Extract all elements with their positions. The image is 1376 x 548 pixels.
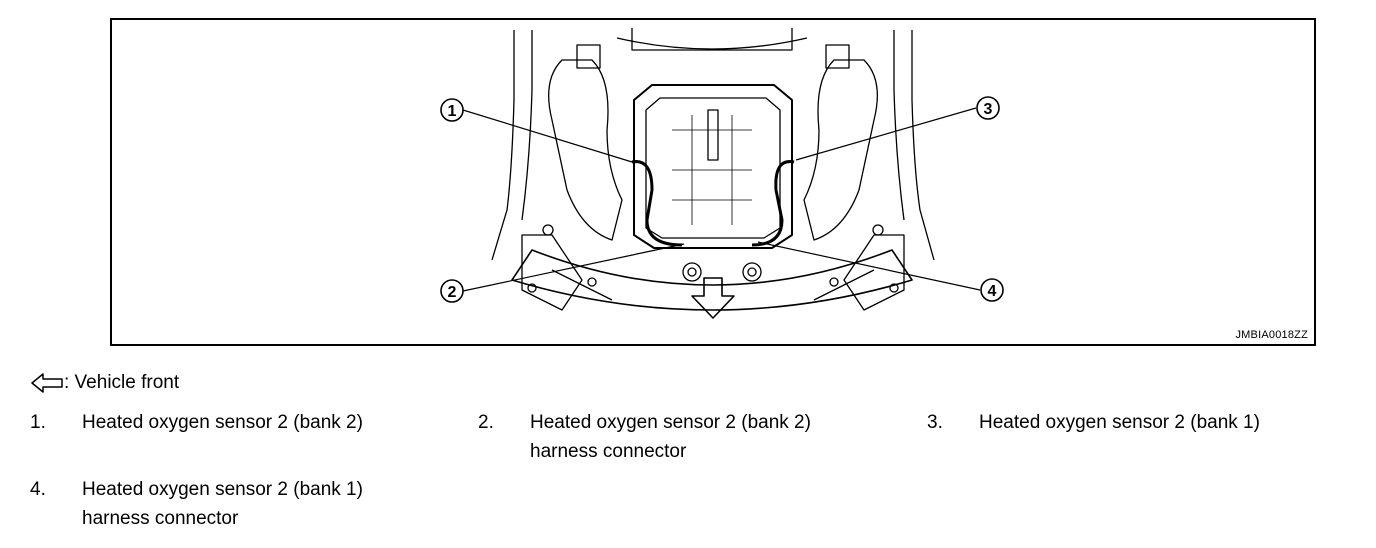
diagram-frame: 1 2 3 4 JMBIA0018ZZ <box>110 18 1316 346</box>
item-number: 2. <box>478 412 494 433</box>
callout-3: 3 <box>984 101 993 118</box>
vehicle-front-legend: : Vehicle front <box>30 372 179 394</box>
item-number: 1. <box>30 412 46 433</box>
figure-code: JMBIA0018ZZ <box>1235 329 1308 341</box>
item-label: Heated oxygen sensor 2 (bank 2) <box>530 412 811 433</box>
item-label-line2: harness connector <box>530 441 687 462</box>
item-label: Heated oxygen sensor 2 (bank 1) <box>979 412 1260 433</box>
item-label: Heated oxygen sensor 2 (bank 2) <box>82 412 363 433</box>
item-label-line2: harness connector <box>82 508 239 529</box>
vehicle-front-label: : Vehicle front <box>64 372 180 393</box>
item-number: 3. <box>927 412 943 433</box>
callout-2: 2 <box>448 284 457 301</box>
underbody-illustration: 1 2 3 4 <box>440 28 1004 319</box>
item-number: 4. <box>30 479 46 500</box>
callout-4: 4 <box>988 283 997 300</box>
callout-1: 1 <box>448 103 457 120</box>
item-label: Heated oxygen sensor 2 (bank 1) <box>82 479 363 500</box>
hollow-left-arrow-icon <box>31 373 63 393</box>
